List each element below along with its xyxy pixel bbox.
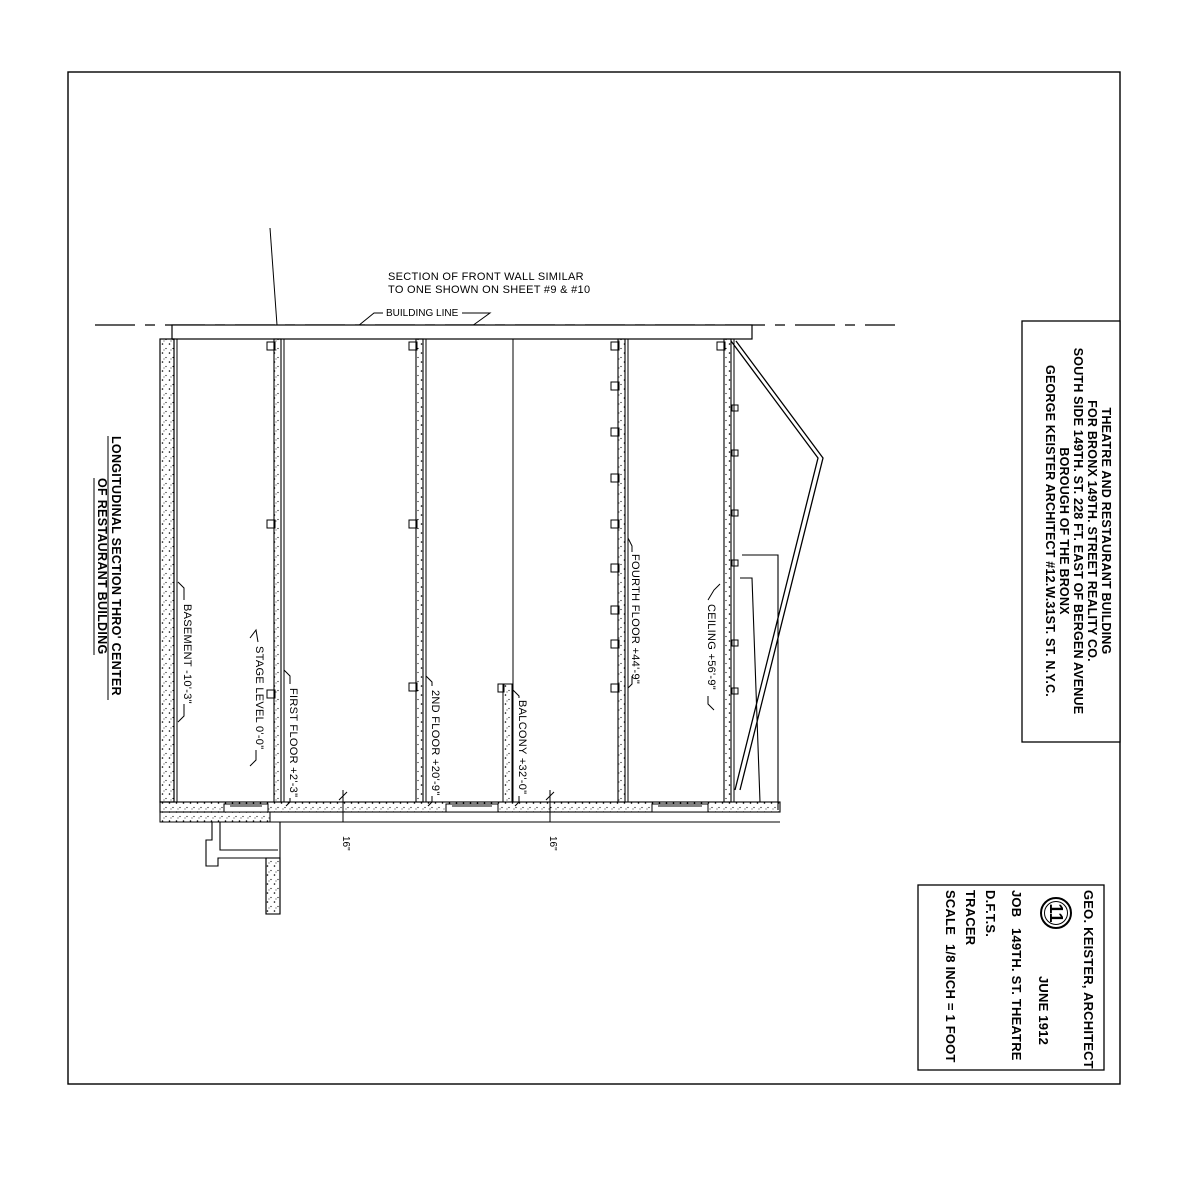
ceiling-leader-end xyxy=(707,696,715,711)
fourth-floor-slab xyxy=(610,338,629,803)
dimension-2 xyxy=(545,790,555,822)
balcony-slab xyxy=(497,339,514,803)
stage-level-leader xyxy=(249,628,259,643)
second-floor-leader-end xyxy=(427,796,433,807)
basement-leader xyxy=(177,581,185,600)
project-line-3: SOUTH SIDE 149TH. ST. 228 FT. EAST OF BE… xyxy=(1071,348,1085,715)
drawing-title-line2: OF RESTAURANT BUILDING xyxy=(95,478,109,655)
tracer-label: TRACER xyxy=(963,890,978,946)
ceiling-leader xyxy=(707,583,721,601)
ceiling-slab xyxy=(716,338,739,803)
second-floor-label: 2ND FLOOR +20'-9" xyxy=(429,690,441,796)
building-line-leader-right xyxy=(462,312,492,327)
sheet-number: 11 xyxy=(1046,903,1066,922)
title-block: GEO. KEISTER, ARCHITECT 11 JUNE 1912 JOB… xyxy=(917,884,1105,1071)
drawing-title-line1: LONGITUDINAL SECTION THRO' CENTER xyxy=(109,436,123,696)
front-wall-leader xyxy=(269,227,278,326)
building-line-label: BUILDING LINE xyxy=(386,308,459,319)
project-line-2: FOR BRONX 149TH. STREET REALITY CO. xyxy=(1085,400,1099,662)
stage-level-label: STAGE LEVEL 0'-0" xyxy=(253,646,265,749)
stage-level-leader-end xyxy=(249,750,257,767)
scale-label: SCALE xyxy=(943,890,958,935)
roof-slab xyxy=(171,324,753,340)
fourth-floor-leader-end xyxy=(627,676,633,689)
ceiling-label: CEILING +56'-9" xyxy=(705,604,717,690)
architect-name: GEO. KEISTER, ARCHITECT xyxy=(1081,890,1096,1069)
project-line-1: THEATRE AND RESTAURANT BUILDING xyxy=(1099,408,1113,655)
dimension-2-label: 16" xyxy=(547,836,558,851)
basement-leader-end xyxy=(177,704,185,723)
dimension-1-label: 16" xyxy=(340,836,351,851)
stage-house-wall xyxy=(740,554,779,810)
second-floor-leader xyxy=(425,675,433,686)
dfts-label: D.F.T.S. xyxy=(983,890,998,937)
job-value: 149TH. ST. THEATRE xyxy=(1009,928,1024,1061)
second-floor-slab xyxy=(408,338,427,803)
sheet-number-badge: 11 xyxy=(1040,897,1072,929)
front-wall-note-line2: TO ONE SHOWN ON SHEET #9 & #10 xyxy=(388,284,590,296)
scale-value: 1/8 INCH = 1 FOOT xyxy=(943,944,958,1063)
fourth-floor-label: FOURTH FLOOR +44'-9" xyxy=(629,554,641,684)
project-line-4: BOROUGH OF THE BRONX xyxy=(1057,447,1071,615)
project-line-5: GEORGE KEISTER ARCHITECT #12.W.31ST. ST.… xyxy=(1043,365,1057,697)
roof-truss xyxy=(730,340,824,791)
balcony-label: BALCONY +32'-0" xyxy=(516,700,528,794)
drawing-date: JUNE 1912 xyxy=(1036,976,1051,1045)
project-info-block: THEATRE AND RESTAURANT BUILDING FOR BRON… xyxy=(1021,320,1121,743)
front-wall-note-line1: SECTION OF FRONT WALL SIMILAR xyxy=(388,271,584,283)
footing-detail xyxy=(205,821,281,915)
job-label: JOB xyxy=(1009,890,1024,917)
first-floor-label: FIRST FLOOR +2'-3" xyxy=(287,688,299,797)
first-floor-slab xyxy=(266,338,285,803)
dimension-1 xyxy=(338,790,348,822)
basement-level-label: BASEMENT -10'-3" xyxy=(181,604,193,704)
first-floor-leader xyxy=(283,669,291,684)
basement-wall xyxy=(159,338,178,803)
first-floor-leader-end xyxy=(285,798,291,807)
building-line-leader xyxy=(357,312,383,327)
balcony-leader-end xyxy=(514,796,520,807)
fourth-floor-leader xyxy=(627,537,633,552)
front-wall xyxy=(159,801,781,823)
drawing-title: LONGITUDINAL SECTION THRO' CENTER OF RES… xyxy=(93,436,123,700)
balcony-leader xyxy=(512,689,520,698)
